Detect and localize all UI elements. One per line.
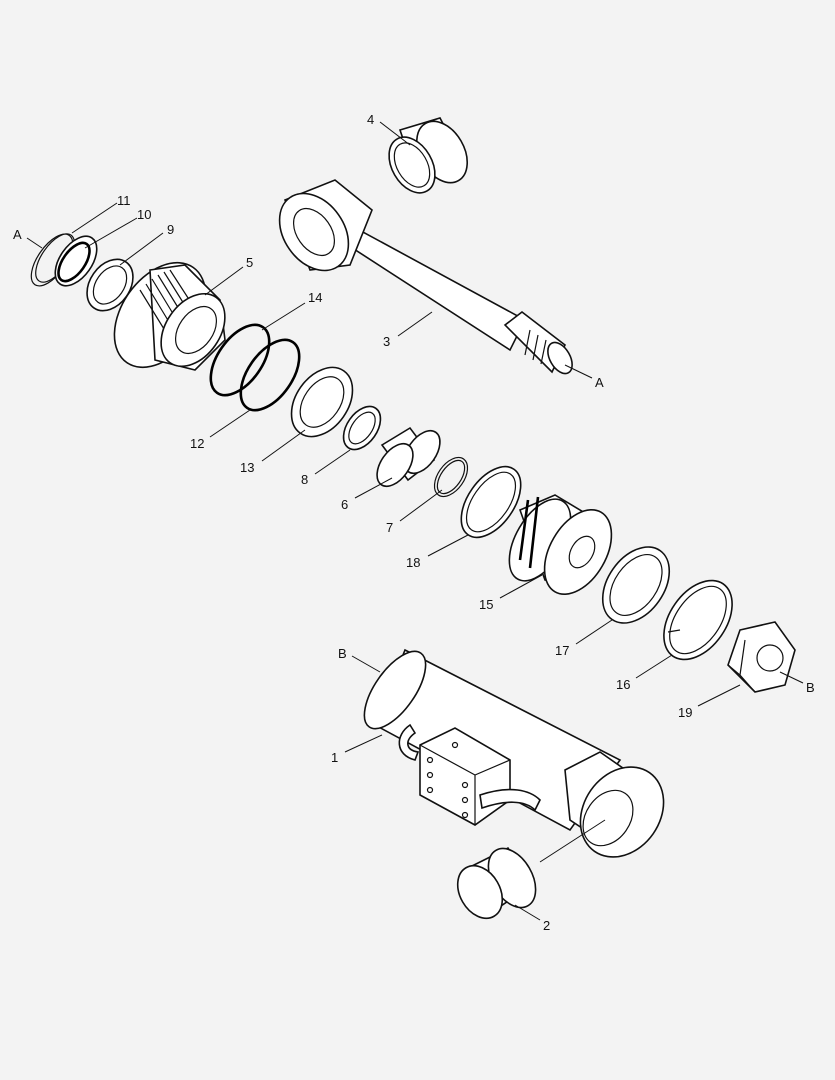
part-4-bushing	[388, 117, 469, 194]
part-9-seal	[86, 258, 134, 312]
part-3-piston-rod	[278, 179, 573, 375]
callout-14: 14	[308, 290, 322, 305]
part-18-ring	[460, 465, 522, 539]
part-6-bushing	[376, 426, 441, 488]
callout-12: 12	[190, 436, 204, 451]
callout-17: 17	[555, 643, 569, 658]
callout-2: 2	[543, 918, 550, 933]
callout-10: 10	[137, 207, 151, 222]
part-17-wear-ring	[601, 546, 671, 624]
part-2-bushing	[456, 846, 537, 920]
callout-7: 7	[386, 520, 393, 535]
callout-b-right: B	[806, 680, 815, 695]
callout-19: 19	[678, 705, 692, 720]
callout-13: 13	[240, 460, 254, 475]
callout-5: 5	[246, 255, 253, 270]
callout-9: 9	[167, 222, 174, 237]
part-7-ring	[433, 456, 469, 498]
callout-labels: 4 11 10 9 A 5 14 3 A 12 13 8 6 7 18 15 1…	[13, 112, 815, 933]
callout-15: 15	[479, 597, 493, 612]
callout-b-left: B	[338, 646, 347, 661]
callout-11: 11	[117, 193, 131, 208]
callout-8: 8	[301, 472, 308, 487]
callout-18: 18	[406, 555, 420, 570]
callout-6: 6	[341, 497, 348, 512]
callout-3: 3	[383, 334, 390, 349]
callout-4: 4	[367, 112, 374, 127]
callout-1: 1	[331, 750, 338, 765]
leader-lines	[26, 121, 804, 921]
part-19-nut	[727, 621, 796, 693]
part-16-split-ring	[663, 579, 733, 661]
part-14-o-ring	[209, 323, 271, 397]
callout-a-left: A	[13, 227, 22, 242]
part-8-seal-ring	[342, 405, 382, 451]
part-15-piston	[508, 494, 613, 596]
part-1-cylinder-barrel	[363, 648, 665, 858]
part-5-cylinder-head	[113, 261, 226, 371]
callout-16: 16	[616, 677, 630, 692]
part-10-wiper	[54, 235, 98, 287]
part-12-o-ring	[239, 338, 301, 412]
callout-a-right: A	[595, 375, 604, 390]
part-13-backup-ring	[290, 366, 354, 438]
